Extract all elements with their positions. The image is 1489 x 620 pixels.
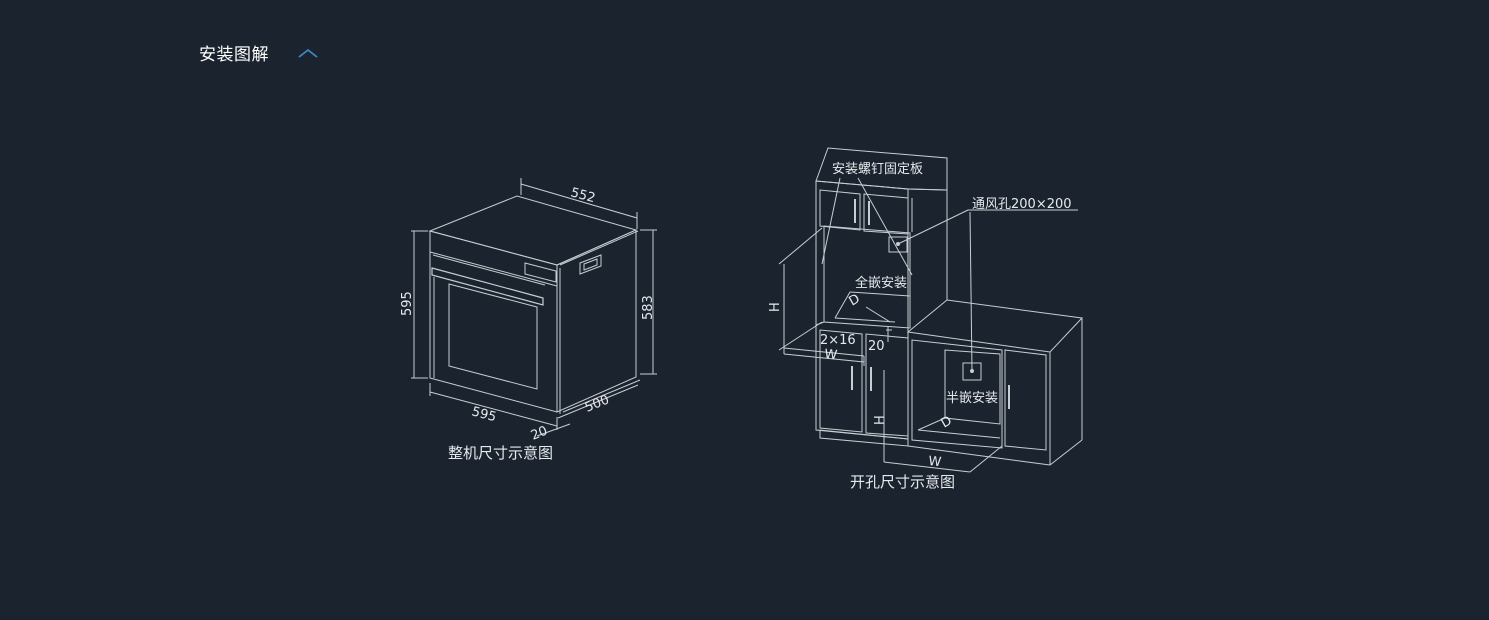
dim-d-lower: D <box>939 413 955 431</box>
dim-gap: 2×16 <box>820 333 856 348</box>
dim-w-lower: W <box>928 454 942 470</box>
cabinet-drawing <box>778 147 1084 473</box>
dim-side-height: 583 <box>641 295 656 320</box>
label-full: 全嵌安装 <box>855 275 907 291</box>
dim-top-width: 552 <box>569 185 597 206</box>
label-vent: 通风孔200×200 <box>972 197 1072 212</box>
collapse-toggle-button[interactable] <box>296 43 320 63</box>
dim-depth: 500 <box>583 393 612 416</box>
dim-h-lower: H <box>873 415 888 425</box>
oven-drawing <box>411 178 657 437</box>
dim-panel: 20 <box>529 424 550 444</box>
dim-h-upper: H <box>768 302 783 312</box>
dim-front-width: 595 <box>470 404 498 425</box>
cutout-caption: 开孔尺寸示意图 <box>850 473 955 491</box>
dim-d-upper: D <box>847 291 863 309</box>
label-half: 半嵌安装 <box>946 391 998 406</box>
section-header: 安装图解 <box>199 40 320 65</box>
section-title: 安装图解 <box>199 45 269 65</box>
label-plate: 安装螺钉固定板 <box>832 162 923 177</box>
oven-caption: 整机尺寸示意图 <box>448 444 553 462</box>
dim-front-height: 595 <box>400 291 415 316</box>
chevron-up-icon <box>298 48 318 58</box>
dim-w-upper: W <box>824 347 838 363</box>
dim-twenty: 20 <box>868 339 885 354</box>
